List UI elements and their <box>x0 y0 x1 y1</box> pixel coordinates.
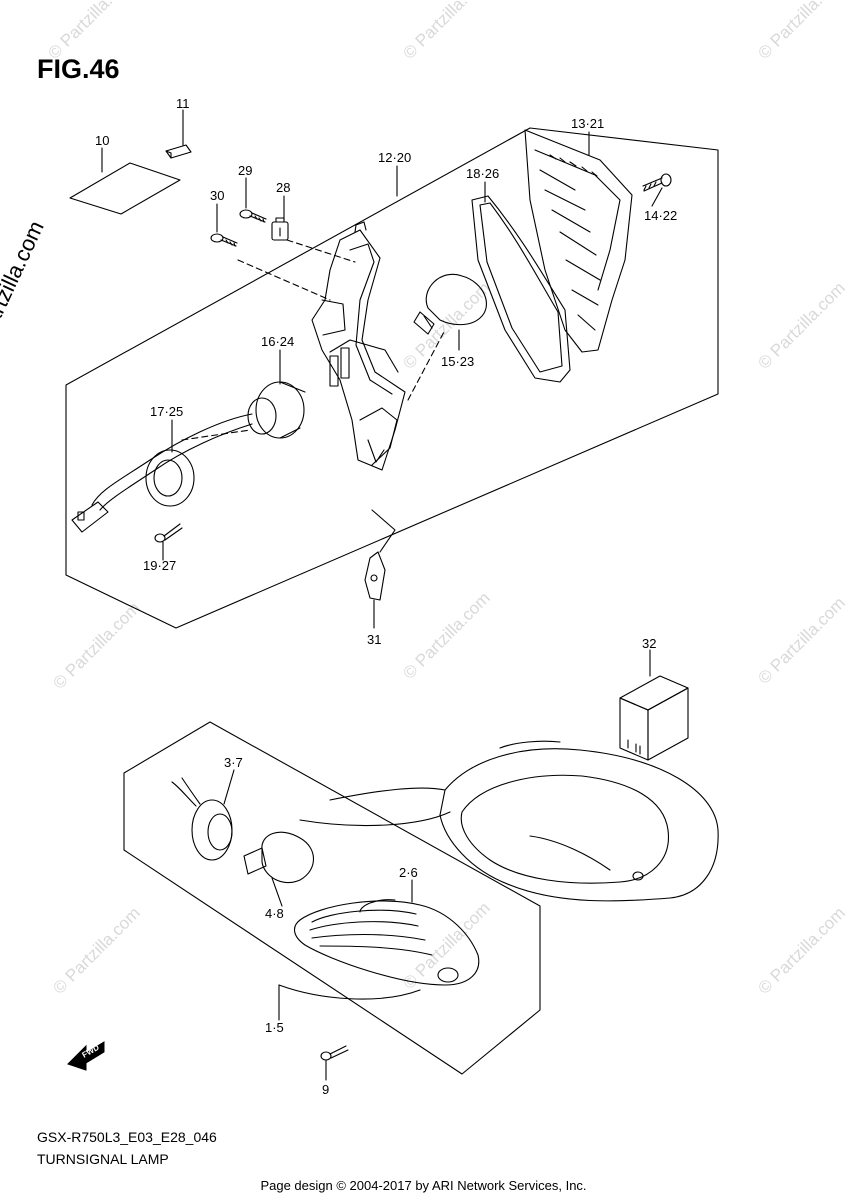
part-13-lens <box>524 129 633 353</box>
callout-10: 10 <box>95 133 109 148</box>
forward-arrow-icon: FWD <box>67 1041 105 1071</box>
part-9-screw <box>320 1045 349 1061</box>
lower-assembly-frame <box>123 721 541 1075</box>
figure-title: FIG.46 <box>37 54 120 84</box>
callout-11: 11 <box>176 96 190 111</box>
watermark: © Partzilla.com <box>399 0 493 63</box>
part-16-socket <box>247 381 306 439</box>
part-17-harness <box>71 413 253 533</box>
part-3-socket <box>171 777 233 861</box>
callout-9: 9 <box>322 1082 329 1097</box>
page-footer: Page design © 2004-2017 by ARI Network S… <box>260 1178 587 1193</box>
callout-31: 31 <box>367 632 381 647</box>
callout-12-20: 12·20 <box>378 150 411 165</box>
watermark: © Partzilla.com <box>49 598 143 692</box>
watermark: © Partzilla.com <box>49 903 143 997</box>
callout-16-24: 16·24 <box>261 334 294 349</box>
callout-2-6: 2·6 <box>399 865 418 880</box>
part-19-screw <box>154 523 183 543</box>
callout-19-27: 19·27 <box>143 558 176 573</box>
leader-dashed <box>181 239 446 441</box>
upper-assembly-frame <box>65 127 719 629</box>
callout-17-25: 17·25 <box>150 404 183 419</box>
callout-14-22: 14·22 <box>644 208 677 223</box>
watermark: © Partzilla.com <box>399 898 493 992</box>
callout-18-26: 18·26 <box>466 166 499 181</box>
diagram-code: GSX-R750L3_E03_E28_046 <box>37 1129 217 1145</box>
watermark: © Partzilla.com <box>754 593 847 687</box>
part-32-relay <box>619 675 689 761</box>
part-31-bracket <box>364 551 386 601</box>
part-2-lens <box>294 899 480 986</box>
part-15-bulb <box>413 273 487 335</box>
callouts: 11 10 29 28 30 12·20 13·21 18·26 14·22 1… <box>95 96 677 1097</box>
part-10-label-sheet <box>69 162 181 215</box>
callout-29: 29 <box>238 163 252 178</box>
callout-leaders <box>101 109 663 1081</box>
callout-1-5: 1·5 <box>265 1020 284 1035</box>
callout-13-21: 13·21 <box>571 116 604 131</box>
part-28-clip-nut <box>271 217 289 241</box>
callout-3-7: 3·7 <box>224 755 243 770</box>
leader-31 <box>371 509 396 553</box>
part-14-screw <box>642 173 672 192</box>
watermark: © Partzilla.com <box>399 588 493 682</box>
watermark: © Partzilla.com <box>754 0 847 63</box>
part-11-rubber <box>165 144 192 159</box>
watermark: © Partzilla.com <box>754 278 847 372</box>
part-30-screw <box>210 233 238 247</box>
diagram-name: TURNSIGNAL LAMP <box>37 1151 169 1167</box>
callout-28: 28 <box>276 180 290 195</box>
part-4-bulb <box>243 831 315 884</box>
callout-30: 30 <box>210 188 224 203</box>
watermark: © Partzilla.com <box>754 903 847 997</box>
mirror-housing <box>299 740 719 902</box>
callout-15-23: 15·23 <box>441 354 474 369</box>
part-12-housing <box>311 221 406 471</box>
callout-4-8: 4·8 <box>265 906 284 921</box>
part-18-gasket-inner <box>479 202 563 373</box>
callout-32: 32 <box>642 636 656 651</box>
part-18-gasket <box>471 195 571 383</box>
part-29-screw <box>239 209 267 223</box>
watermark-tiles: © Partzilla.com © Partzilla.com © Partzi… <box>44 0 847 998</box>
